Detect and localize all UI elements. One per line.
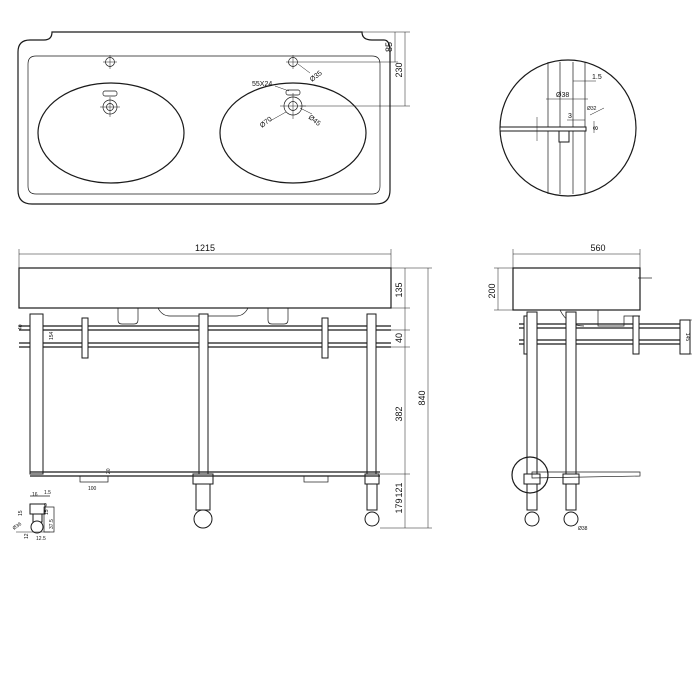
- front-dim-40: 40: [394, 333, 404, 343]
- side-dim-200: 200: [487, 283, 497, 298]
- front-width-label: 1215: [195, 243, 215, 253]
- detail-dim-8: 8: [593, 126, 600, 130]
- detail-dim-1-5: 1.5: [592, 74, 602, 81]
- top-view: 55X24 Ø35 Ø70 Ø45 85 230: [17, 31, 410, 205]
- front-dim-100: 100: [88, 486, 97, 492]
- detail-view: 1.5 Ø38 3 8 Ø32: [499, 59, 637, 197]
- tap-hole-left: [103, 55, 117, 69]
- detail-dim-3: 3: [568, 113, 572, 120]
- detail-dim-small: Ø32: [587, 106, 597, 112]
- front-basin-body: [18, 267, 392, 309]
- side-foot-label: Ø38: [578, 526, 588, 532]
- dim-230: 230: [394, 62, 404, 77]
- front-dim-20: 20: [106, 468, 112, 474]
- waste-size-label: 55X24: [252, 81, 272, 88]
- foot-dim-1-5: 1.5: [44, 490, 51, 496]
- foot-dim-9: 9: [44, 503, 47, 509]
- front-dim-382: 382: [394, 406, 404, 421]
- side-dim-145: 145: [684, 333, 690, 342]
- tap-hole-right: [286, 55, 300, 69]
- side-detail-marker: [511, 456, 549, 494]
- foot-dim-12-5: 12.5: [36, 536, 46, 542]
- basin-outline: [17, 31, 391, 205]
- foot-detail: 16 1.5 9 15 15 Ø36 12 37.5 12.5: [12, 490, 55, 542]
- waste-inner-label: Ø45: [307, 114, 322, 128]
- basin-inner-rim: [27, 55, 381, 195]
- front-dim-40-small: 40: [18, 324, 24, 330]
- front-dim-121: 121: [394, 482, 404, 497]
- side-shelf: [531, 471, 641, 479]
- side-width-label: 560: [590, 243, 605, 253]
- dim-85: 85: [384, 42, 394, 52]
- waste-right: [280, 89, 306, 119]
- waste-left: [100, 90, 120, 117]
- foot-dim-36: Ø36: [12, 521, 23, 531]
- foot-dim-15b: 15: [44, 509, 50, 515]
- foot-dim-37-5: 37.5: [49, 519, 55, 529]
- right-bowl: [219, 82, 367, 184]
- front-legs: [29, 313, 380, 529]
- foot-dim-16: 16: [32, 492, 38, 498]
- front-bottom-shelf: [30, 471, 380, 483]
- front-dim-840: 840: [417, 390, 427, 405]
- front-dim-154: 154: [49, 331, 55, 340]
- detail-dim-38: Ø38: [556, 92, 569, 99]
- front-dim-135: 135: [394, 282, 404, 297]
- side-view: 560 145: [487, 243, 692, 532]
- foot-dim-15: 15: [18, 510, 24, 516]
- waste-outer-label: Ø70: [259, 116, 274, 130]
- left-bowl: [37, 82, 185, 184]
- tap-hole-label: Ø35: [309, 70, 324, 84]
- side-rails: [519, 315, 691, 355]
- front-dim-179: 179: [394, 498, 404, 513]
- front-view: 1215: [18, 243, 432, 529]
- foot-dim-12: 12: [24, 533, 30, 539]
- side-basin-body: [512, 267, 641, 311]
